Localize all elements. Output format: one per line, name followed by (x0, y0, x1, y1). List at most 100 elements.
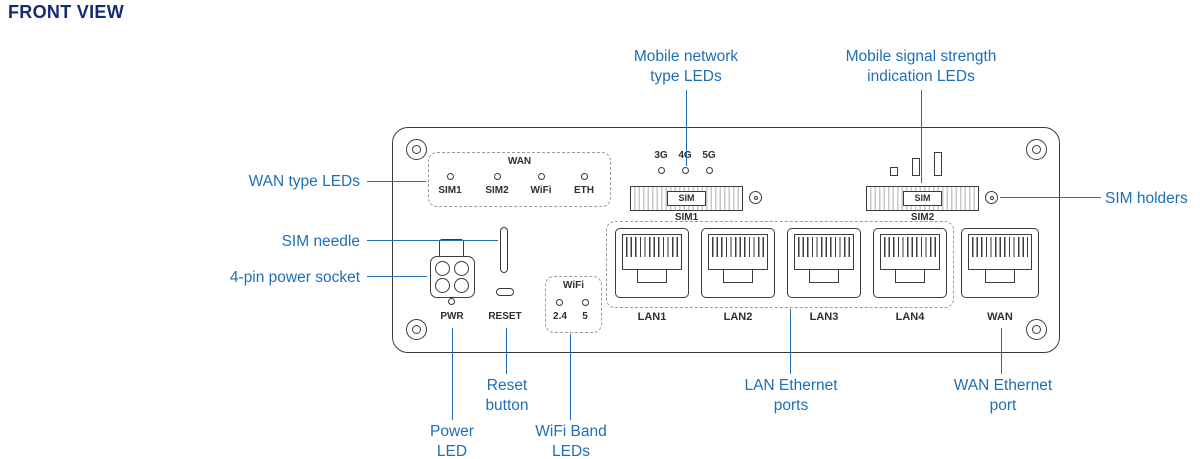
callout-wifi-band-leds: WiFi Band LEDs (535, 423, 607, 459)
wifi-led-label-5ghz: 5 (582, 311, 588, 322)
power-led-indicator (448, 298, 455, 305)
wifi-led-24ghz (556, 299, 563, 306)
sim2-screw-icon (985, 191, 998, 204)
wan-led-sim2 (494, 173, 501, 180)
screw-inner (1032, 325, 1041, 334)
sim1-slot-label: SIM (667, 191, 706, 206)
port-notch (809, 270, 839, 283)
socket-pin-icon (454, 278, 469, 293)
network-led-label-4g: 4G (678, 150, 692, 161)
signal-strength-led-small (890, 167, 898, 176)
sim2-slot-label: SIM (903, 191, 942, 206)
callout-power-socket: 4-pin power socket (229, 269, 360, 286)
page-title: FRONT VIEW (8, 2, 124, 22)
port-notch (985, 270, 1015, 283)
leader-reset-button (506, 328, 507, 374)
callout-sim-holders: SIM holders (1105, 190, 1188, 207)
callout-wan-ethernet-port: WAN Ethernet port (953, 377, 1053, 414)
socket-pin-icon (435, 278, 450, 293)
ethernet-port-lan4 (873, 228, 947, 298)
socket-pin-icon (454, 261, 469, 276)
wifi-led-box (545, 276, 602, 333)
leader-signal-strength-leds (921, 90, 922, 183)
sim1-holder: SIM (630, 186, 743, 211)
socket-pin-icon (435, 261, 450, 276)
leader-wan-port (1001, 328, 1002, 374)
wan-led-label-wifi: WiFi (530, 185, 552, 196)
callout-reset-button: Reset button (485, 377, 529, 414)
screw-top-right-icon (1026, 139, 1047, 160)
port-opening (708, 234, 768, 270)
network-led-5g (706, 167, 713, 174)
port-notch (895, 270, 925, 283)
port-opening (794, 234, 854, 270)
leader-lan-ports (790, 309, 791, 374)
sim1-label: SIM1 (674, 212, 699, 223)
wifi-led-label-24ghz: 2.4 (553, 311, 567, 322)
port-pins (712, 237, 764, 257)
power-socket (430, 256, 475, 298)
screw-inner (1032, 145, 1041, 154)
ethernet-port-wan (961, 228, 1039, 298)
reset-button (496, 288, 514, 296)
wan-led-label-sim1: SIM1 (438, 185, 462, 196)
wan-led-box-title: WAN (507, 156, 532, 167)
screw-top-left-icon (406, 139, 427, 160)
leader-power-led (452, 328, 453, 420)
network-led-label-5g: 5G (702, 150, 716, 161)
sim2-label: SIM2 (910, 212, 935, 223)
wan-led-sim1 (447, 173, 454, 180)
callout-power-led: Power LED (430, 423, 474, 459)
power-led-label: PWR (440, 311, 464, 322)
wan-led-label-eth: ETH (574, 185, 594, 196)
screw-inner (412, 325, 421, 334)
signal-strength-led-medium (912, 158, 920, 176)
port-notch (637, 270, 667, 283)
network-led-4g (682, 167, 689, 174)
sim1-screw-icon (749, 191, 762, 204)
network-led-label-3g: 3G (654, 150, 668, 161)
leader-wifi-band-leds (570, 334, 571, 420)
port-label-wan: WAN (987, 311, 1013, 323)
port-label-lan4: LAN4 (895, 311, 925, 323)
port-opening (968, 234, 1032, 270)
ethernet-port-lan2 (701, 228, 775, 298)
screw-inner (753, 195, 758, 200)
network-led-3g (658, 167, 665, 174)
reset-button-label: RESET (488, 311, 522, 322)
wan-led-wifi (538, 173, 545, 180)
screw-inner (989, 195, 994, 200)
port-pins (972, 237, 1028, 257)
leader-wan-type-leds (367, 181, 426, 182)
wifi-led-5ghz (582, 299, 589, 306)
wan-led-box (428, 152, 611, 207)
wifi-led-box-title: WiFi (562, 280, 584, 291)
port-notch (723, 270, 753, 283)
callout-lan-ethernet-ports: LAN Ethernet ports (744, 377, 838, 414)
wan-led-label-sim2: SIM2 (485, 185, 509, 196)
leader-sim-holders (1000, 197, 1101, 198)
screw-bottom-right-icon (1026, 319, 1047, 340)
port-opening (622, 234, 682, 270)
sim-needle (500, 227, 508, 273)
port-label-lan2: LAN2 (723, 311, 753, 323)
leader-power-socket (367, 276, 427, 277)
leader-mobile-network-leds (686, 90, 687, 166)
port-opening (880, 234, 940, 270)
ethernet-port-lan1 (615, 228, 689, 298)
ethernet-port-lan3 (787, 228, 861, 298)
callout-signal-strength-leds: Mobile signal strength indication LEDs (845, 48, 997, 85)
wan-led-eth (581, 173, 588, 180)
signal-strength-led-large (934, 152, 942, 176)
callout-wan-type-leds: WAN type LEDs (248, 173, 360, 190)
leader-sim-needle (367, 240, 498, 241)
sim2-holder: SIM (866, 186, 979, 211)
screw-bottom-left-icon (406, 319, 427, 340)
port-pins (798, 237, 850, 257)
port-pins (884, 237, 936, 257)
port-label-lan3: LAN3 (809, 311, 839, 323)
callout-mobile-network-leds: Mobile network type LEDs (633, 48, 739, 85)
lan-port-group-box (606, 221, 954, 308)
callout-sim-needle: SIM needle (281, 233, 360, 250)
